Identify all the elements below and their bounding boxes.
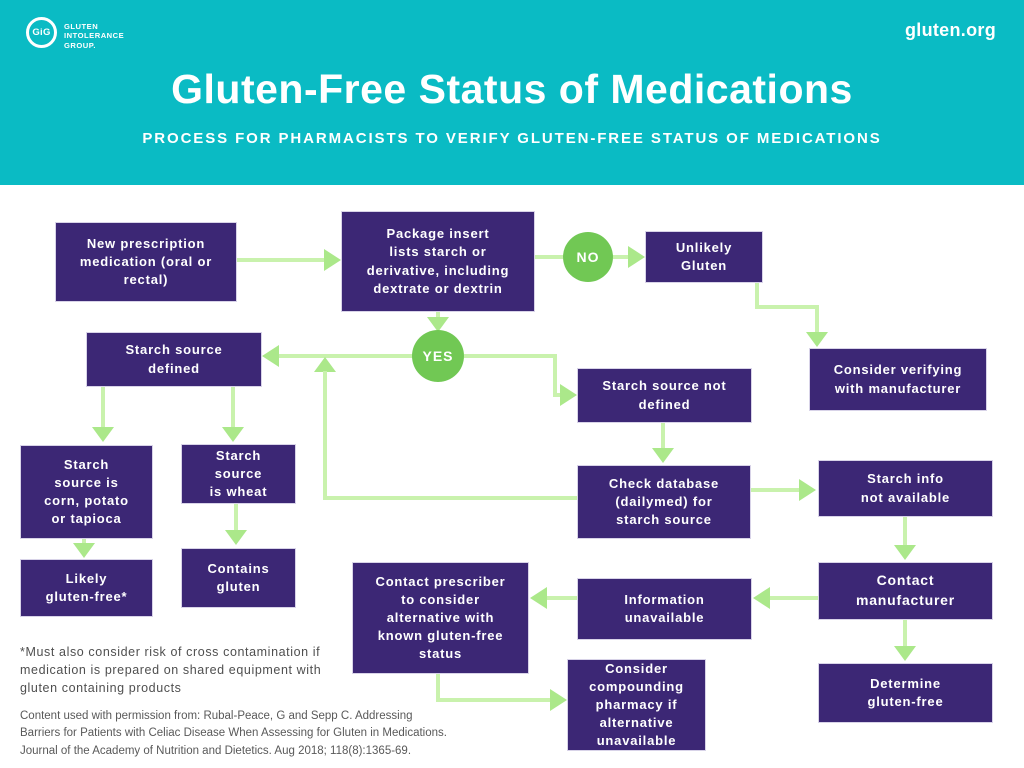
connector-notdefined-to-database (661, 423, 665, 450)
connector-prescription-to-insert (237, 258, 325, 262)
connector-database-feedback-across (323, 496, 577, 500)
connector-yes-to-notdefined (553, 393, 562, 397)
arrowhead-down-icon (894, 545, 916, 560)
node-likely-gluten-free: Likely gluten-free* (20, 559, 153, 617)
footnote: *Must also consider risk of cross contam… (20, 645, 322, 696)
org-name: GLUTEN INTOLERANCE GROUP. (64, 22, 125, 50)
connector-insert-to-no (535, 255, 563, 259)
connector-prescriber-across (436, 698, 552, 702)
node-label: Starch source defined (125, 342, 223, 376)
node-label: Starch info not available (860, 471, 951, 505)
node-check-database: Check database (dailymed) for starch sou… (577, 465, 751, 539)
node-starch-wheat: Starch source is wheat (181, 444, 296, 504)
connector-prescriber-down (436, 674, 440, 702)
node-consider-compounding: Consider compounding pharmacy if alterna… (567, 659, 706, 751)
node-contact-manufacturer: Contact manufacturer (818, 562, 993, 620)
decision-label: NO (576, 249, 600, 265)
arrowhead-left-icon (530, 587, 547, 609)
node-starch-corn: Starch source is corn, potato or tapioca (20, 445, 153, 539)
arrowhead-down-icon (222, 427, 244, 442)
arrowhead-down-icon (806, 332, 828, 347)
arrowhead-down-icon (92, 427, 114, 442)
node-label: Starch source not defined (602, 378, 727, 412)
connector-unlikely-to-verify (815, 305, 819, 333)
decision-no: NO (563, 232, 613, 282)
connector-corn-to-likely (82, 539, 86, 545)
arrowhead-left-icon (262, 345, 279, 367)
node-label: Contact prescriber to consider alternati… (375, 573, 506, 662)
connector-yes-to-defined (279, 354, 413, 358)
connector-manufacturer-to-determine (903, 620, 907, 648)
node-label: Contains gluten (207, 560, 270, 594)
node-starch-defined: Starch source defined (86, 332, 262, 387)
connector-insert-to-yes (436, 312, 440, 319)
arrowhead-right-icon (799, 479, 816, 501)
node-unlikely-gluten: Unlikely Gluten (645, 231, 763, 283)
arrowhead-right-icon (550, 689, 567, 711)
arrowhead-right-icon (560, 384, 577, 406)
node-contact-prescriber: Contact prescriber to consider alternati… (352, 562, 529, 674)
citation: Content used with permission from: Rubal… (20, 710, 447, 757)
node-label: Consider verifying with manufacturer (833, 362, 963, 396)
connector-yes-down (553, 354, 557, 397)
arrowhead-right-icon (324, 249, 341, 271)
page-subtitle: PROCESS FOR PHARMACISTS TO VERIFY GLUTEN… (142, 130, 882, 147)
arrowhead-right-icon (628, 246, 645, 268)
logo-text: GiG (32, 27, 51, 38)
node-starch-info-not-available: Starch info not available (818, 460, 993, 517)
arrowhead-up-icon (314, 357, 336, 372)
node-label: Information unavailable (624, 591, 705, 625)
node-consider-verifying: Consider verifying with manufacturer (809, 348, 987, 411)
node-label: Starch source is corn, potato or tapioca (44, 456, 129, 527)
connector-defined-to-corn (101, 387, 105, 428)
connector-defined-to-wheat (231, 387, 235, 428)
node-contains-gluten: Contains gluten (181, 548, 296, 608)
connector-database-to-info (751, 488, 801, 492)
node-label: New prescription medication (oral or rec… (79, 235, 213, 288)
connector-info-to-manufacturer (903, 517, 907, 547)
page-title: Gluten-Free Status of Medications (171, 66, 853, 112)
connector-unavailable-to-prescriber (547, 596, 577, 600)
node-package-insert: Package insert lists starch or derivativ… (341, 211, 535, 312)
connector-no-to-unlikely (613, 255, 629, 259)
node-information-unavailable: Information unavailable (577, 578, 752, 640)
arrowhead-down-icon (894, 646, 916, 661)
arrowhead-down-icon (73, 543, 95, 558)
node-label: Check database (dailymed) for starch sou… (608, 475, 720, 528)
node-determine-gluten-free: Determine gluten-free (818, 663, 993, 723)
node-label: Package insert lists starch or derivativ… (366, 226, 510, 296)
arrowhead-down-icon (427, 317, 449, 332)
node-label: Starch source is wheat (209, 447, 268, 500)
connector-wheat-to-contains (234, 504, 238, 532)
node-label: Likely gluten-free* (45, 570, 128, 604)
node-label: Unlikely Gluten (675, 239, 733, 273)
decision-label: YES (422, 348, 454, 364)
arrowhead-down-icon (652, 448, 674, 463)
arrowhead-down-icon (225, 530, 247, 545)
node-label: Determine gluten-free (867, 675, 944, 709)
arrowhead-left-icon (753, 587, 770, 609)
connector-unlikely-down (755, 283, 759, 309)
connector-database-feedback-up (323, 371, 327, 500)
node-label: Contact manufacturer (855, 572, 956, 608)
header-banner: GiG GLUTEN INTOLERANCE GROUP. gluten.org… (0, 0, 1024, 185)
connector-manufacturer-to-unavailable (770, 596, 818, 600)
node-label: Consider compounding pharmacy if alterna… (589, 660, 684, 749)
website-link[interactable]: gluten.org (905, 20, 996, 40)
node-starch-not-defined: Starch source not defined (577, 368, 752, 423)
decision-yes: YES (412, 330, 464, 382)
connector-yes-right (464, 354, 557, 358)
connector-unlikely-across (755, 305, 819, 309)
node-new-prescription: New prescription medication (oral or rec… (55, 222, 237, 302)
gig-logo-icon: GiG (26, 17, 57, 48)
